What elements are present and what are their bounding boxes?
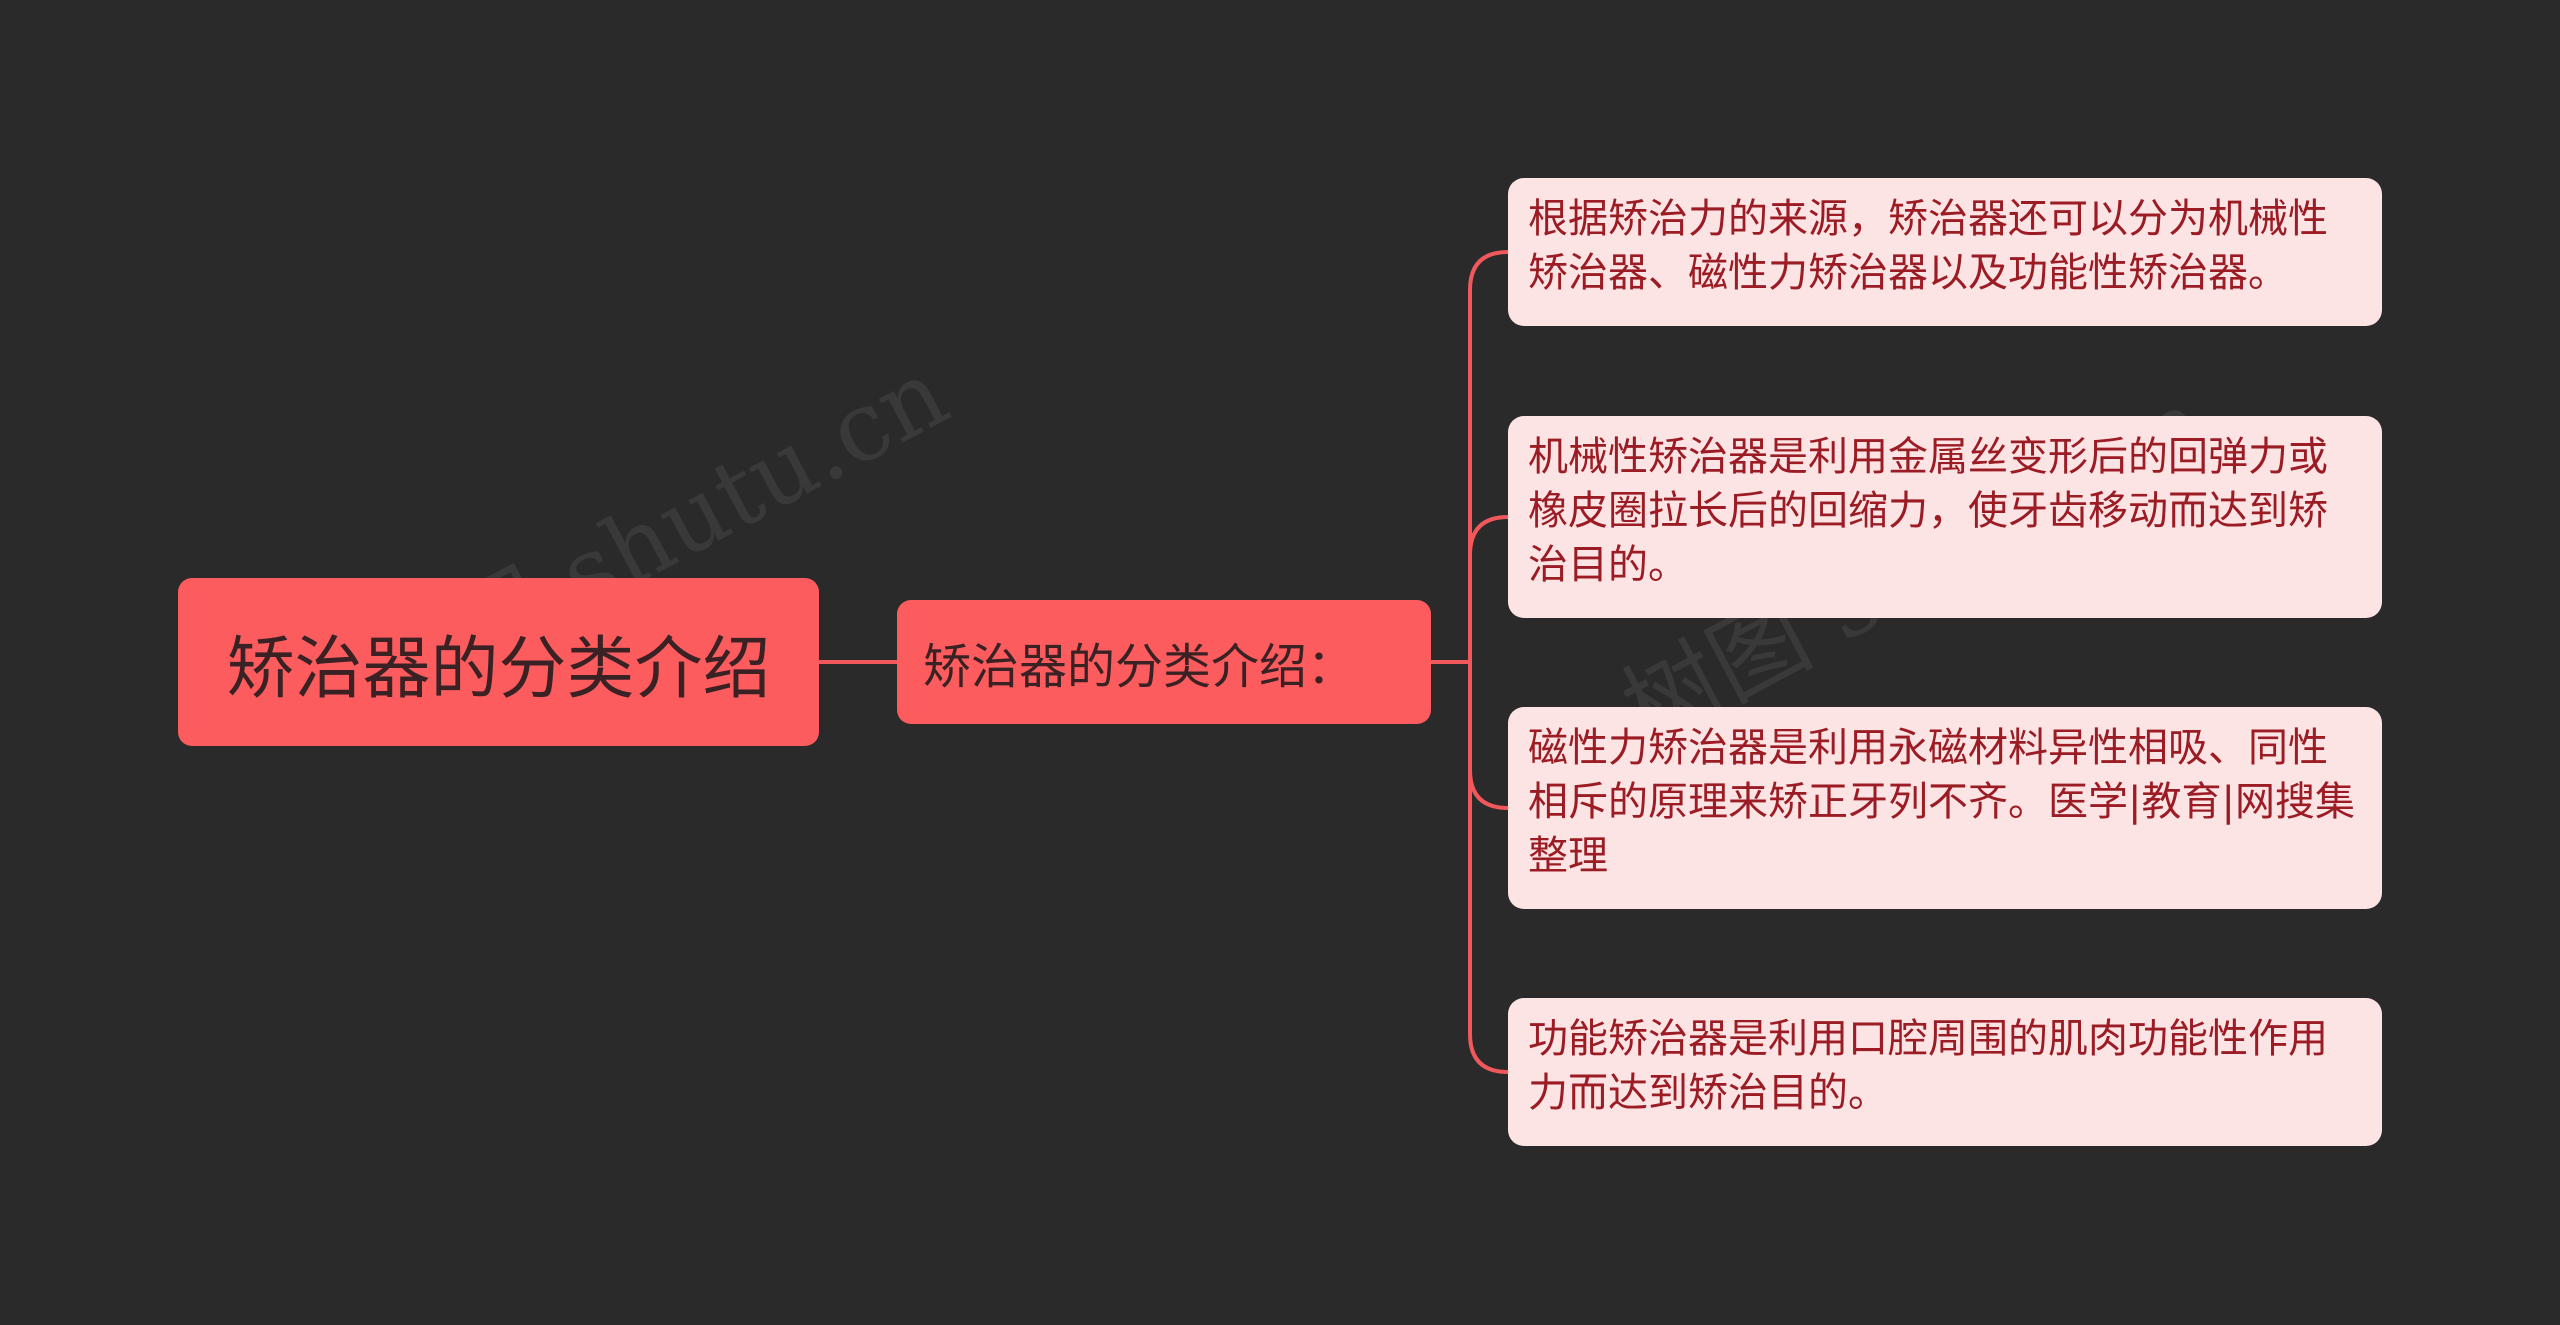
root-node[interactable]: 矫治器的分类介绍: [178, 578, 819, 746]
leaf-node-text: 根据矫治力的来源，矫治器还可以分为机械性矫治器、磁性力矫治器以及功能性矫治器。: [1528, 196, 2328, 296]
root-node-label: 矫治器的分类介绍: [226, 629, 771, 709]
leaf-node-text: 磁性力矫治器是利用永磁材料异性相吸、同性相斥的原理来矫正牙列不齐。医学|教育|网…: [1528, 725, 2355, 879]
leaf-node[interactable]: 机械性矫治器是利用金属丝变形后的回弹力或橡皮圈拉长后的回缩力，使牙齿移动而达到矫…: [1508, 416, 2382, 618]
leaf-2-connector: [1468, 515, 1510, 557]
leaf-node[interactable]: 磁性力矫治器是利用永磁材料异性相吸、同性相斥的原理来矫正牙列不齐。医学|教育|网…: [1508, 707, 2382, 909]
trunk-connector: [1468, 250, 1510, 1074]
leaf-node[interactable]: 根据矫治力的来源，矫治器还可以分为机械性矫治器、磁性力矫治器以及功能性矫治器。: [1508, 178, 2382, 326]
leaf-node[interactable]: 功能矫治器是利用口腔周围的肌肉功能性作用力而达到矫治目的。: [1508, 998, 2382, 1146]
branch-node-label: 矫治器的分类介绍：: [923, 639, 1356, 695]
branch-node[interactable]: 矫治器的分类介绍：: [897, 600, 1431, 724]
leaf-node-text: 功能矫治器是利用口腔周围的肌肉功能性作用力而达到矫治目的。: [1528, 1016, 2328, 1116]
leaf-node-text: 机械性矫治器是利用金属丝变形后的回弹力或橡皮圈拉长后的回缩力，使牙齿移动而达到矫…: [1528, 434, 2328, 588]
leaf-3-connector: [1468, 768, 1510, 810]
